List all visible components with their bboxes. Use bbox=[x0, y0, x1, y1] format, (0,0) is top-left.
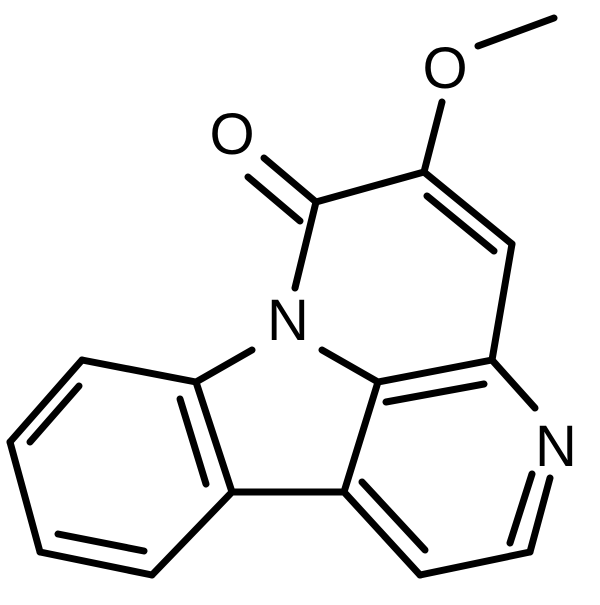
bond-c-n-pyr bbox=[488, 356, 539, 412]
bond-benzene-4 bbox=[148, 488, 236, 579]
bond-o-methyl bbox=[474, 14, 558, 50]
bond-c-c-top-inner bbox=[382, 380, 488, 406]
bond-c-c-ring bbox=[312, 168, 428, 206]
bond-benzene-inner-1 bbox=[26, 382, 83, 446]
bond-benzene-inner-2 bbox=[54, 530, 148, 555]
bond-c-c-top bbox=[374, 356, 496, 386]
bond-benzene-inner-3 bbox=[176, 395, 210, 488]
bond-c-c-double bbox=[420, 168, 516, 248]
bond-n-c-pyr bbox=[526, 474, 554, 556]
bond-c-c-pyr-bottom bbox=[416, 548, 534, 579]
bond-c-c-pyr-left bbox=[340, 488, 424, 579]
bond-n-c-carbonyl bbox=[291, 198, 320, 292]
bond-carbonyl-1 bbox=[260, 154, 320, 206]
bond-c-o-methoxy bbox=[420, 98, 446, 176]
bond-c-c-right bbox=[488, 240, 516, 364]
bond-c-c-double-inner bbox=[423, 192, 498, 255]
bond-benzene-2 bbox=[6, 438, 44, 556]
bond-benzene-6 bbox=[78, 356, 200, 386]
bond-n-c bbox=[318, 346, 382, 386]
bond-c-c-pyr-left-inner bbox=[358, 478, 429, 554]
bond-c-n bbox=[192, 346, 256, 386]
atom-label-o-methoxy: O bbox=[422, 36, 467, 101]
bond-carbonyl-2 bbox=[244, 173, 304, 225]
bond-n-c-pyr-inner bbox=[506, 470, 536, 547]
bonds bbox=[6, 14, 558, 579]
bond-c-c-bridge bbox=[340, 378, 382, 496]
bond-benzene-5 bbox=[192, 378, 236, 496]
atom-labels: O O N N bbox=[209, 36, 577, 479]
bond-benzene-1 bbox=[6, 356, 86, 446]
atom-label-o-carbonyl: O bbox=[209, 102, 254, 167]
bond-benzene-3 bbox=[36, 548, 156, 579]
atom-label-n-pyridine: N bbox=[535, 414, 577, 479]
atom-label-n-ring: N bbox=[267, 288, 309, 353]
